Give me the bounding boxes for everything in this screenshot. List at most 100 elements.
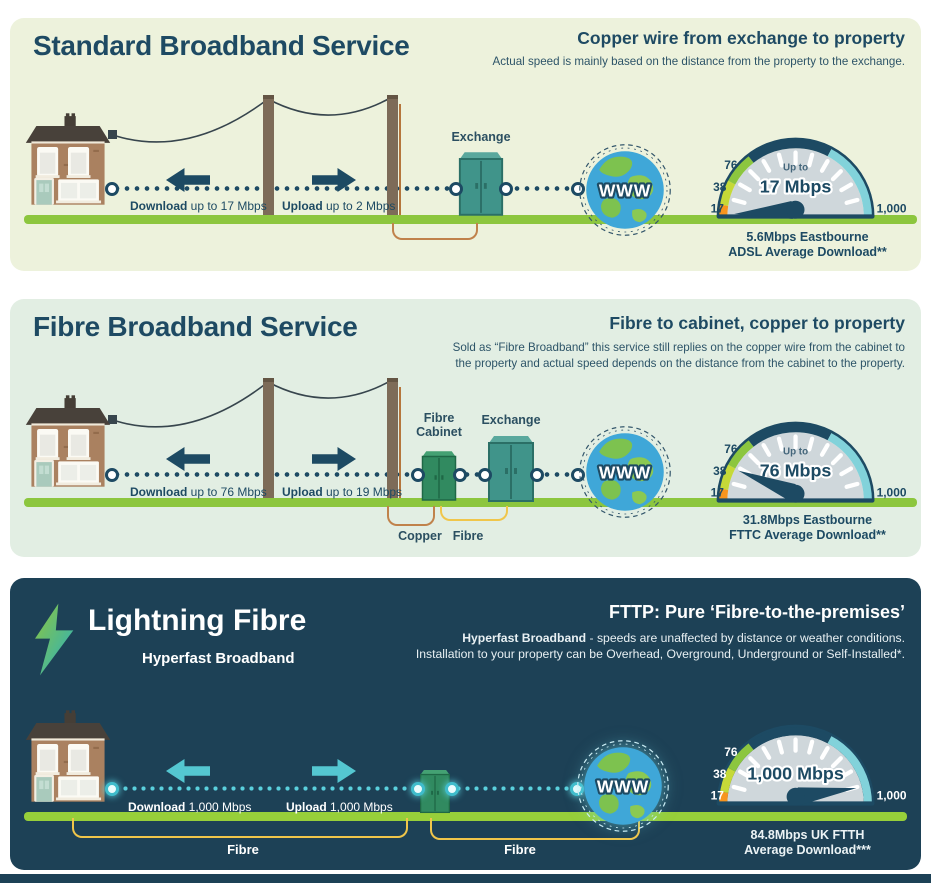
gauge-needle — [786, 787, 857, 806]
telegraph-pole — [387, 378, 398, 500]
dotted-connection-line — [112, 786, 578, 791]
average-line1: 84.8Mbps UK FTTH — [750, 828, 865, 842]
download-value: up to 76 Mbps — [187, 485, 267, 499]
house-illustration — [25, 710, 111, 802]
average-speed-note: 5.6Mbps Eastbourne ADSL Average Download… — [690, 230, 921, 260]
exchange-label: Exchange — [481, 413, 541, 427]
upload-word: Upload — [282, 199, 323, 213]
fibre-underground-wire — [440, 506, 508, 521]
telegraph-pole — [387, 95, 398, 217]
description-rest: - speeds are unaffected by distance or w… — [586, 631, 906, 645]
copper-underground-wire — [387, 506, 435, 526]
fibre-wire-label: Fibre — [227, 842, 259, 857]
panel-description-line2: the property and actual speed depends on… — [455, 357, 905, 370]
connection-node — [411, 468, 425, 482]
description-bold: Hyperfast Broadband — [462, 631, 587, 645]
globe-www-icon: WWW — [579, 144, 671, 236]
gauge-tick-76: 76 — [724, 158, 738, 172]
panel-headline: Copper wire from exchange to property — [577, 28, 905, 48]
gauge-needle — [734, 200, 805, 219]
connection-node — [499, 182, 513, 196]
average-line1: 5.6Mbps Eastbourne — [746, 230, 869, 244]
page-title: Fibre Broadband Service — [33, 311, 358, 342]
download-word: Download — [128, 800, 186, 814]
fibre-cabinet — [421, 451, 457, 501]
ground-line — [24, 498, 917, 507]
upload-speed-label: Upload up to 2 Mbps — [282, 199, 395, 213]
telegraph-pole — [263, 95, 274, 217]
lightning-bolt-icon — [35, 603, 74, 676]
connection-node — [105, 782, 119, 796]
download-word: Download — [130, 199, 188, 213]
gauge-tick-38: 38 — [713, 180, 727, 194]
page-title: Standard Broadband Service — [33, 30, 410, 61]
exchange-label: Exchange — [451, 130, 511, 144]
upload-value: 1,000 Mbps — [326, 800, 393, 814]
ground-line — [24, 215, 917, 224]
average-speed-note: 31.8Mbps Eastbourne FTTC Average Downloa… — [690, 513, 921, 543]
telegraph-pole — [263, 378, 274, 500]
copper-underground-wire — [392, 223, 478, 240]
globe-www-icon: WWW — [577, 740, 669, 832]
connection-node — [445, 782, 459, 796]
connection-node — [571, 468, 585, 482]
panel-description-line1: Sold as “Fibre Broadband” this service s… — [452, 341, 905, 354]
upload-value: up to 2 Mbps — [322, 199, 396, 213]
globe-www-icon: WWW — [579, 426, 671, 518]
gauge-tick-17: 17 — [711, 788, 725, 802]
bottom-border-bar — [0, 874, 931, 883]
upload-word: Upload — [286, 800, 327, 814]
connection-node — [449, 182, 463, 196]
brand-logo: Lightning Fibre — [88, 604, 307, 637]
gauge-tick-76: 76 — [724, 442, 738, 456]
gauge-ticks — [731, 150, 860, 205]
gauge-value: 17 Mbps — [760, 177, 832, 197]
connection-node — [478, 468, 492, 482]
gauge-tick-38: 38 — [713, 767, 727, 781]
house-illustration — [25, 395, 111, 487]
connection-node — [530, 468, 544, 482]
gauge-needle — [738, 470, 805, 503]
upload-arrow-icon — [312, 759, 356, 783]
panel-description-line1: Hyperfast Broadband - speeds are unaffec… — [462, 631, 905, 645]
download-arrow-icon — [166, 447, 210, 471]
upload-arrow-icon — [312, 447, 356, 471]
upload-speed-label: Upload 1,000 Mbps — [286, 800, 393, 814]
panel-standard-broadband: Standard Broadband Service Copper wire f… — [10, 18, 921, 271]
gauge-tick-38: 38 — [713, 464, 727, 478]
panel-description-line2: Installation to your property can be Ove… — [415, 647, 905, 661]
gauge-tick-1000: 1,000 — [877, 485, 907, 499]
speed-gauge: Up to 17 Mbps 76 38 17 1,000 — [711, 137, 907, 219]
panel-headline: Fibre to cabinet, copper to property — [609, 313, 905, 333]
dotted-connection-line — [112, 472, 578, 477]
average-speed-note: 84.8Mbps UK FTTH Average Download*** — [690, 828, 921, 858]
gauge-tick-1000: 1,000 — [877, 201, 907, 215]
ground-line — [24, 812, 907, 821]
connection-node — [105, 468, 119, 482]
gauge-tick-76: 76 — [724, 745, 738, 759]
download-value: up to 17 Mbps — [187, 199, 267, 213]
upload-speed-label: Upload up to 19 Mbps — [282, 485, 402, 499]
brand-tagline: Hyperfast Broadband — [142, 650, 295, 667]
gauge-tick-1000: 1,000 — [877, 788, 907, 802]
upload-word: Upload — [282, 485, 323, 499]
panel-lightning-fibre: Lightning Fibre Hyperfast Broadband FTTP… — [10, 578, 921, 870]
panel-description: Actual speed is mainly based on the dist… — [492, 55, 905, 68]
speed-gauge: Up to 76 Mbps 76 38 17 1,000 — [711, 421, 907, 503]
fibre-wire-label: Fibre — [452, 529, 484, 543]
average-line2: FTTC Average Download** — [729, 528, 886, 542]
connection-node — [453, 468, 467, 482]
www-label: WWW — [599, 462, 651, 482]
exchange-cabinet — [458, 152, 504, 216]
panel-fibre-broadband: Fibre Broadband Service Fibre to cabinet… — [10, 299, 921, 557]
gauge-tick-17: 17 — [711, 201, 725, 215]
panel-headline: FTTP: Pure ‘Fibre-to-the-premises’ — [608, 602, 905, 622]
upload-value: up to 19 Mbps — [322, 485, 403, 499]
average-line2: Average Download*** — [744, 843, 871, 857]
download-speed-label: Download up to 76 Mbps — [130, 485, 267, 499]
download-speed-label: Download up to 17 Mbps — [130, 199, 267, 213]
connection-node — [571, 182, 585, 196]
average-line2: ADSL Average Download** — [728, 245, 887, 259]
exchange-cabinet — [488, 436, 534, 502]
